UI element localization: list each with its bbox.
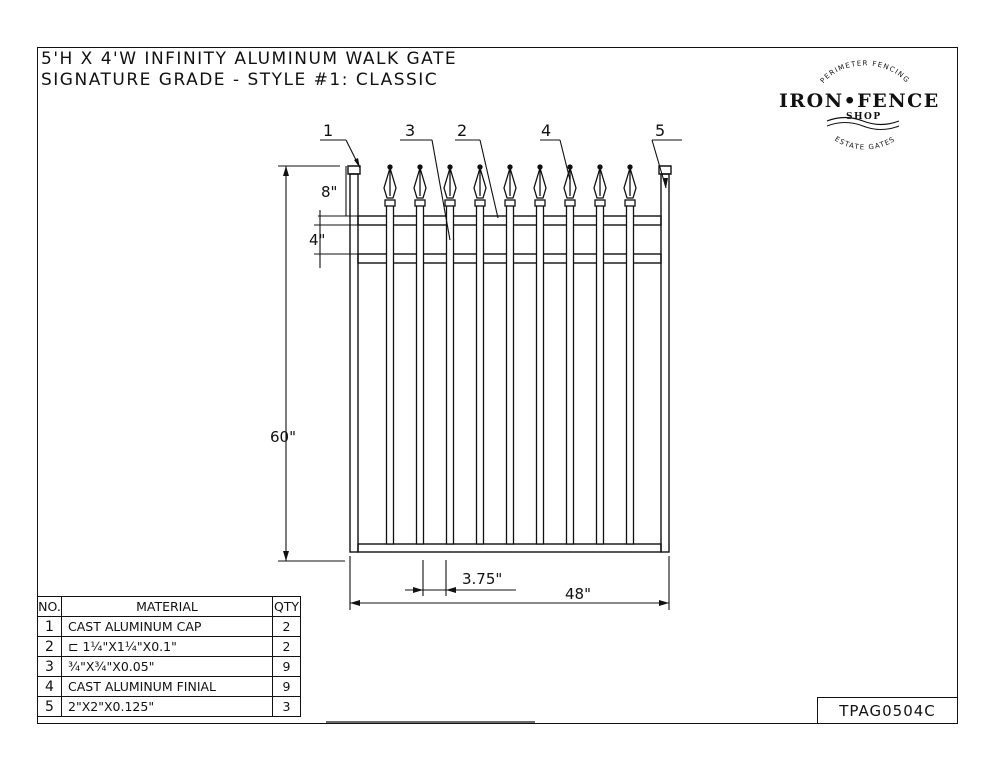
picket [385, 204, 395, 545]
bom-no: 3 [37, 656, 62, 677]
picket [595, 204, 605, 545]
bill-of-materials-table: NO. MATERIAL QTY 1 CAST ALUMINUM CAP 2 2… [37, 596, 301, 717]
callout-2: 2 [457, 121, 467, 140]
finial-tip [597, 164, 603, 170]
finial-collar [504, 199, 516, 207]
logo-wordmark: IRON•FENCE [779, 90, 940, 112]
finial-collar [564, 199, 576, 207]
post-cap-right [658, 165, 672, 175]
callout-5: 5 [655, 121, 665, 140]
finial-tip [567, 164, 573, 170]
bom-material: CAST ALUMINUM CAP [61, 616, 273, 637]
callout-2-leader [479, 139, 499, 219]
drawing-number: TPAG0504C [839, 701, 936, 720]
latch-post [660, 173, 670, 553]
bom-row: 5 2"X2"X0.125" 3 [37, 696, 301, 717]
bottom-rail [357, 543, 662, 553]
callout-3: 3 [405, 121, 415, 140]
finial-tip [537, 164, 543, 170]
bom-qty: 3 [272, 696, 301, 717]
iron-fence-shop-logo: PERIMETER FENCING ESTATE GATES IRON•FENC… [775, 52, 955, 152]
finial-collar [444, 199, 456, 207]
bom-no: 4 [37, 676, 62, 697]
height-dimension-label: 60" [270, 428, 296, 446]
bom-row: 3 ¾"X¾"X0.05" 9 [37, 656, 301, 677]
bom-qty: 9 [272, 676, 301, 697]
finial-tip [387, 164, 393, 170]
bom-no: 2 [37, 636, 62, 657]
finial-tip [507, 164, 513, 170]
bom-header-material: MATERIAL [61, 596, 273, 617]
picket [625, 204, 635, 545]
rail-spacing-dimension-label: 4" [309, 231, 325, 249]
callout-1: 1 [323, 121, 333, 140]
finial-collar [474, 199, 486, 207]
picket [565, 204, 575, 545]
finial-tip [627, 164, 633, 170]
hinge-post [349, 173, 359, 553]
bom-no: 1 [37, 616, 62, 637]
finial-collar [414, 199, 426, 207]
finial-tip [477, 164, 483, 170]
logo-swirl-right [826, 122, 900, 130]
finial-collar [594, 199, 606, 207]
bom-material: CAST ALUMINUM FINIAL [61, 676, 273, 697]
finial-tip [417, 164, 423, 170]
pickets-group [383, 164, 637, 545]
bom-row: 2 ⊏ 1¼"X1¼"X0.1" 2 [37, 636, 301, 657]
bom-material: ⊏ 1¼"X1¼"X0.1" [61, 636, 273, 657]
finial-collar [624, 199, 636, 207]
callout-3-leader [431, 139, 451, 241]
logo-shop-text: SHOP [846, 112, 882, 122]
callout-4-leader [559, 139, 571, 181]
bom-qty: 9 [272, 656, 301, 677]
picket [445, 204, 455, 545]
bom-material: 2"X2"X0.125" [61, 696, 273, 717]
picket [535, 204, 545, 545]
drawing-frame [37, 47, 958, 724]
picket-spacing-dimension-label: 3.75" [462, 570, 502, 588]
drawing-number-box: TPAG0504C [817, 697, 958, 724]
bom-row: 4 CAST ALUMINUM FINIAL 9 [37, 676, 301, 697]
width-dimension-label: 48" [565, 585, 591, 603]
picket [415, 204, 425, 545]
finial-collar [534, 199, 546, 207]
bom-header-no: NO. [37, 596, 62, 617]
finial-collar [384, 199, 396, 207]
bom-qty: 2 [272, 636, 301, 657]
bom-header-row: NO. MATERIAL QTY [37, 596, 301, 617]
bom-row: 1 CAST ALUMINUM CAP 2 [37, 616, 301, 637]
logo-arcs: PERIMETER FENCING ESTATE GATES [819, 59, 910, 151]
bom-no: 5 [37, 696, 62, 717]
finial-tip [447, 164, 453, 170]
drawing-title-line-2: SIGNATURE GRADE - STYLE #1: CLASSIC [41, 70, 439, 90]
bom-qty: 2 [272, 616, 301, 637]
bom-material: ¾"X¾"X0.05" [61, 656, 273, 677]
post-cap-left [347, 165, 361, 175]
finial-dimension-label: 8" [321, 183, 337, 201]
logo-swirl-left [826, 116, 900, 126]
picket [505, 204, 515, 545]
picket [475, 204, 485, 545]
drawing-title-line-1: 5'H X 4'W INFINITY ALUMINUM WALK GATE [41, 49, 458, 69]
callout-4: 4 [541, 121, 551, 140]
bom-header-qty: QTY [272, 596, 301, 617]
